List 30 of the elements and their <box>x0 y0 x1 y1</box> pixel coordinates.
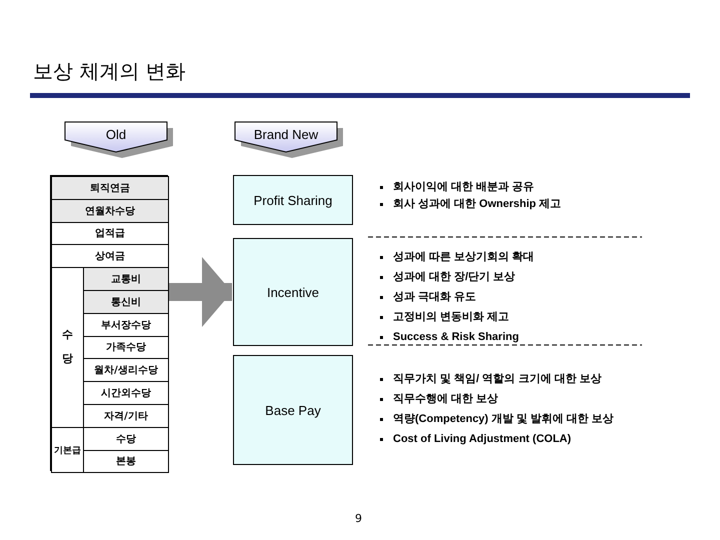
header-chevron <box>235 122 345 158</box>
bullet-text: Cost of Living Adjustment (COLA) <box>393 432 572 447</box>
table-cell: 업적급 <box>51 222 169 246</box>
bullet-text: 회사이익에 대한 배분과 공유 <box>393 180 534 195</box>
table-cell: 퇴직연금 <box>51 176 169 200</box>
bullet-text: 성과에 대한 장/단기 보상 <box>393 270 516 285</box>
bullet-text: 고정비의 변동비화 제고 <box>393 310 510 325</box>
bullet-text: 역량(Competency) 개발 및 발휘에 대한 보상 <box>393 412 614 427</box>
header-text: Brand New <box>254 127 318 142</box>
table-cell: 상여금 <box>51 244 169 268</box>
table-cell: 교통비 <box>83 267 169 291</box>
title: 보상 체계의 변화 <box>33 58 186 85</box>
pay-component-box: Incentive <box>233 238 353 346</box>
bullet-text: Success & Risk Sharing <box>393 330 519 345</box>
bullet-text: 직무수행에 대한 보상 <box>393 392 498 407</box>
table-cell: 기본급 <box>51 426 84 474</box>
pay-component-box: Base Pay <box>233 355 353 465</box>
page-number: 9 <box>355 512 362 525</box>
table-cell: 통신비 <box>83 290 169 314</box>
table-cell: 본봉 <box>83 450 169 474</box>
chevron-arrow <box>169 257 232 327</box>
pay-table <box>50 175 168 472</box>
pay-component-box: Profit Sharing <box>233 175 353 225</box>
header-chevron <box>65 122 175 158</box>
bullet-text: 성과 극대화 유도 <box>393 290 476 305</box>
bullet-text: 회사 성과에 대한 Ownership 제고 <box>393 197 562 212</box>
bullet-text: 성과에 따른 보상기회의 확대 <box>393 250 534 265</box>
table-cell: 연월차수당 <box>51 198 169 223</box>
header-text: Old <box>106 127 126 142</box>
bullet-text: 직무가치 및 책임/ 역할의 크기에 대한 보상 <box>393 372 602 387</box>
